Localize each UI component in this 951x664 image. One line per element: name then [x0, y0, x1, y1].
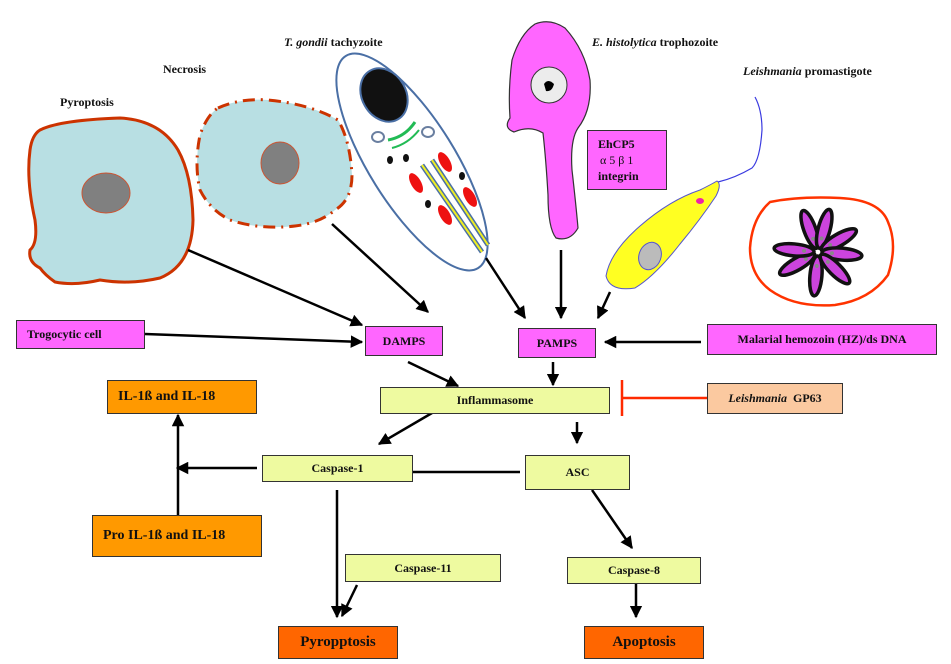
promastigote-body	[605, 180, 720, 290]
rhoptry-ring	[421, 126, 435, 138]
label-necrotic-cell: Necrosis	[163, 62, 207, 76]
leishmania-promastigote-illustration	[605, 96, 763, 290]
pro-il1b-label: Pro IL-1ß and IL-18	[103, 528, 226, 543]
il1b-il18-box: IL-1ß and IL-18	[107, 380, 257, 414]
inflammasome-box: Inflammasome	[380, 387, 610, 414]
arrow-caspase11-to-pyroptosis	[340, 584, 359, 618]
microneme	[438, 152, 452, 172]
label-leishmania: Leishmania promastigote	[743, 64, 872, 79]
pyroptotic-cell-illustration	[27, 116, 195, 286]
gp63-box: Leishmania GP63	[707, 383, 843, 414]
integrin-line: integrin	[598, 169, 639, 183]
arrow-pyroptotic-to-damps	[187, 248, 364, 327]
leishmania-rest: promastigote	[801, 64, 872, 78]
toxoplasma-rest: tachyzoite	[327, 35, 383, 49]
damps-label: DAMPS	[382, 333, 426, 348]
label-toxoplasma: T. gondii tachyzoite	[284, 35, 383, 50]
microneme	[409, 173, 423, 193]
necrotic-cell-illustration	[195, 98, 354, 229]
dense-granule	[387, 156, 393, 164]
rhoptry-ring	[371, 131, 385, 143]
golgi-band	[391, 129, 420, 149]
hemozoin-label: Malarial hemozoin (HZ)/ds DNA	[737, 332, 907, 346]
necrotic-cell-nucleus	[260, 141, 300, 185]
arrows	[144, 223, 701, 619]
asc-box: ASC	[525, 455, 630, 490]
karyosome	[544, 81, 554, 92]
microneme	[463, 187, 477, 207]
hemozoin-box: Malarial hemozoin (HZ)/ds DNA	[707, 324, 937, 355]
caspase8-label: Caspase-8	[607, 563, 660, 577]
pyroptosis-outcome-box: Pyropptosis	[278, 626, 398, 659]
caspase11-box: Caspase-11	[345, 554, 501, 582]
tachyzoite-conoid	[359, 67, 409, 123]
amastigote	[807, 254, 824, 298]
toxoplasma-tachyzoite-illustration	[335, 52, 491, 272]
arrow-damps-to-inflammasome	[407, 360, 460, 388]
caspase11-label: Caspase-11	[394, 560, 452, 575]
asc-label: ASC	[565, 465, 590, 479]
integrin-subunits-line: α 5 β 1	[600, 153, 634, 167]
entamoeba-italic: E. histolytica	[592, 35, 657, 49]
arrow-promastigote-to-pamps	[596, 291, 612, 320]
caspase1-label: Caspase-1	[311, 461, 364, 475]
entamoeba-rest: trophozoite	[656, 35, 719, 49]
label-pyroptotic-cell: Pyroptosis	[60, 95, 114, 109]
caspase8-box: Caspase-8	[567, 557, 701, 584]
pamps-label: PAMPS	[536, 335, 578, 350]
trogocytic-label: Trogocytic cell	[27, 327, 102, 341]
damps-box: DAMPS	[365, 326, 443, 356]
microneme	[438, 205, 452, 225]
pyroptosis-outcome-label: Pyropptosis	[300, 634, 376, 650]
arrow-asc-to-caspase8	[590, 489, 634, 550]
arrow-necrotic-to-damps	[331, 223, 429, 313]
ehcp5-integrin-box: EhCP5 α 5 β 1 integrin	[587, 130, 667, 190]
pyroptotic-cell-nucleus	[81, 172, 131, 214]
amastigote	[772, 241, 816, 258]
amastigote	[814, 207, 834, 250]
dense-granule	[459, 172, 465, 180]
promastigote-flagellum	[717, 96, 763, 183]
promastigote-nucleus	[638, 241, 662, 271]
pro-il1b-il18-box: Pro IL-1ß and IL-18	[92, 515, 262, 557]
toxoplasma-italic: T. gondii	[284, 35, 328, 49]
leishmania-italic: Leishmania	[743, 64, 802, 78]
apoptosis-outcome-label: Apoptosis	[612, 634, 676, 650]
gp63-rest: GP63	[787, 391, 822, 405]
kinetoplast	[696, 198, 704, 204]
arrow-trogocytic-to-damps	[144, 332, 364, 348]
arrow-tachyzoite-to-pamps	[484, 257, 527, 320]
amastigote-cluster	[772, 207, 864, 298]
trogocytic-cell-box: Trogocytic cell	[16, 320, 145, 349]
dense-granule	[403, 154, 409, 162]
gp63-italic: Leishmania	[728, 391, 787, 405]
trophozoite-body	[506, 21, 591, 240]
inflammasome-label: Inflammasome	[456, 393, 534, 407]
amastigote-macrophage-illustration	[748, 196, 895, 307]
dense-granule	[425, 200, 431, 208]
il1b-label: IL-1ß and IL-18	[118, 389, 216, 404]
golgi-band	[387, 121, 417, 142]
ehcp5-line: EhCP5	[598, 137, 635, 151]
caspase1-box: Caspase-1	[262, 455, 413, 482]
entamoeba-trophozoite-illustration	[506, 21, 591, 240]
arrow-inflammasome-to-caspase1	[377, 411, 433, 446]
inhibition-gp63	[620, 380, 707, 416]
label-entamoeba: E. histolytica trophozoite	[592, 35, 718, 50]
pamps-box: PAMPS	[518, 328, 596, 358]
apoptosis-outcome-box: Apoptosis	[584, 626, 704, 659]
